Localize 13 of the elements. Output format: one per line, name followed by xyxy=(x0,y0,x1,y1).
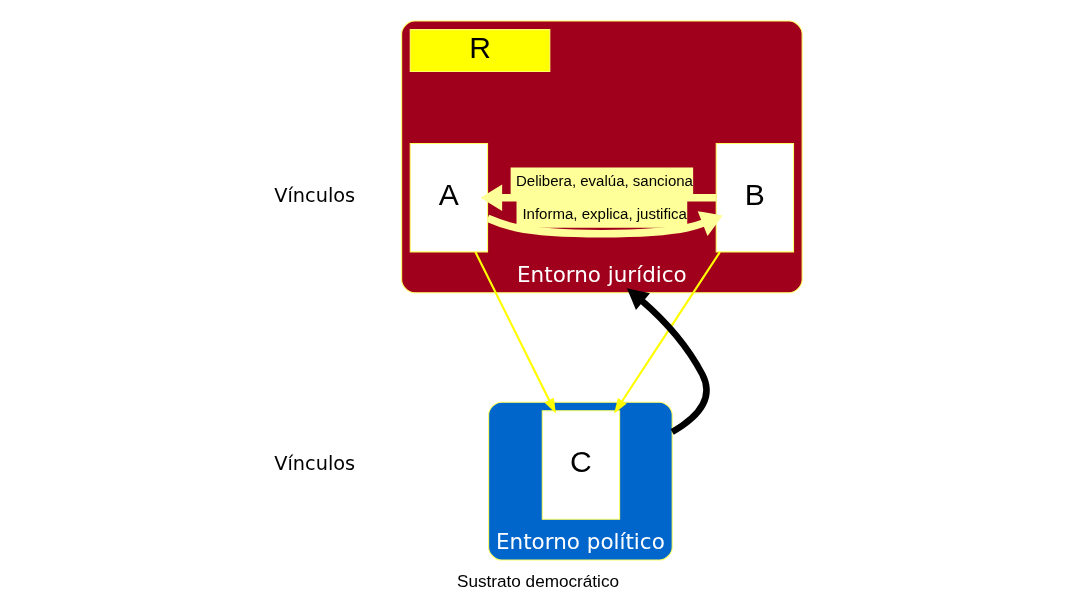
arrow xyxy=(613,251,721,414)
edge-label: Delibera, evalúa, sanciona xyxy=(515,171,693,189)
label: Vínculos xyxy=(273,184,355,208)
node-box: R xyxy=(409,29,550,73)
arrow xyxy=(485,211,723,238)
caption: Sustrato democrático xyxy=(456,570,619,591)
arrow xyxy=(474,251,556,414)
node-box: B xyxy=(715,142,794,253)
label: Vínculos xyxy=(273,451,355,475)
arrow xyxy=(626,288,710,435)
node-box: C xyxy=(541,410,620,520)
node-box: A xyxy=(409,142,488,253)
edge-label: Informa, explica, justifica xyxy=(521,204,687,222)
